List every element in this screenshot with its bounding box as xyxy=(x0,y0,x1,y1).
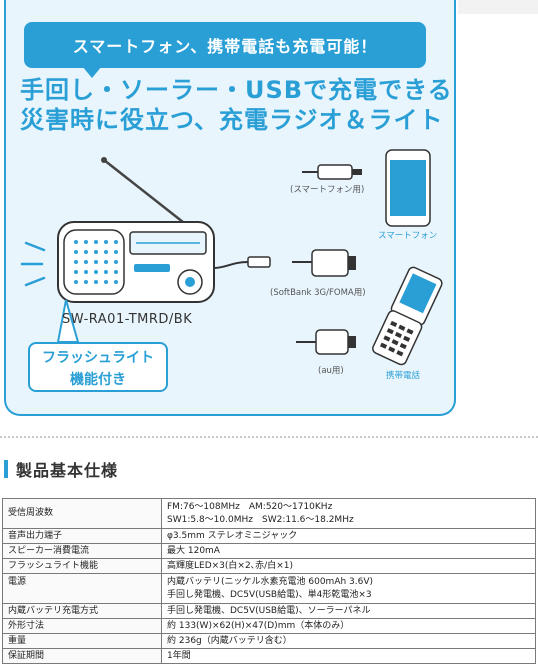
table-row: 重量 約 236g（内蔵バッテリ含む） xyxy=(2,633,536,649)
spec-label: フラッシュライト機能 xyxy=(2,558,162,574)
softbank-connector-icon xyxy=(292,249,356,277)
spec-value-line: FM:76〜108MHz AM:520〜1710KHz xyxy=(167,501,333,512)
caption-softbank: (SoftBank 3G/FOMA用) xyxy=(270,288,366,298)
smartphone-connector-icon xyxy=(302,164,362,180)
spec-label: 外形寸法 xyxy=(2,618,162,634)
table-row: 保証期間 1年間 xyxy=(2,648,536,664)
model-number: SW-RA01-TMRD/BK xyxy=(62,312,193,327)
bubble-text: スマートフォン、携帯電話も充電可能！ xyxy=(72,37,378,56)
table-row: 電源 内蔵バッテリ(ニッケル水素充電池 600mAh 3.6V) 手回し発電機、D… xyxy=(2,573,536,604)
spec-label: 重量 xyxy=(2,633,162,649)
table-row: 外形寸法 約 133(W)×62(H)×47(D)mm（本体のみ） xyxy=(2,618,536,634)
au-connector-icon xyxy=(296,329,356,355)
dotted-divider xyxy=(0,436,538,438)
flashlight-callout-line-2: 機能付き xyxy=(70,372,126,388)
section-heading-bar xyxy=(4,460,8,478)
caption-smartphone: スマートフォン xyxy=(378,231,438,241)
spec-value: 約 133(W)×62(H)×47(D)mm（本体のみ） xyxy=(161,618,536,634)
speech-bubble-tail xyxy=(82,66,102,78)
mobile-phone-icon xyxy=(372,266,443,366)
caption-mobile-phone: 携帯電話 xyxy=(386,371,421,381)
spec-value-line: 手回し発電機、DC5V(USB給電)、単4形乾電池×3 xyxy=(167,589,372,600)
spec-value-line: 内蔵バッテリ(ニッケル水素充電池 600mAh 3.6V) xyxy=(167,576,374,587)
spec-label: スピーカー消費電流 xyxy=(2,543,162,559)
spec-value: 手回し発電機、DC5V(USB給電)、ソーラーパネル xyxy=(161,603,536,619)
spec-label: 保証期間 xyxy=(2,648,162,664)
spec-value-line: SW1:5.8〜10.0MHz SW2:11.6〜18.2MHz xyxy=(167,514,354,525)
table-row: 音声出力端子 φ3.5mm ステレオミニジャック xyxy=(2,528,536,544)
speech-bubble: スマートフォン、携帯電話も充電可能！ xyxy=(24,22,426,68)
spec-value: 内蔵バッテリ(ニッケル水素充電池 600mAh 3.6V) 手回し発電機、DC5V… xyxy=(161,573,536,604)
table-row: フラッシュライト機能 高輝度LED×3(白×2､赤/白×1) xyxy=(2,558,536,574)
table-row: スピーカー消費電流 最大 120mA xyxy=(2,543,536,559)
spec-value: 1年間 xyxy=(161,648,536,664)
spec-value: φ3.5mm ステレオミニジャック xyxy=(161,528,536,544)
section-heading: 製品基本仕様 xyxy=(4,458,118,480)
caption-au: (au用) xyxy=(318,366,344,376)
spec-value: 約 236g（内蔵バッテリ含む） xyxy=(161,633,536,649)
spec-value: 高輝度LED×3(白×2､赤/白×1) xyxy=(161,558,536,574)
spec-value: 最大 120mA xyxy=(161,543,536,559)
spec-label: 音声出力端子 xyxy=(2,528,162,544)
spec-label: 電源 xyxy=(2,573,162,604)
headline-line-2: 災害時に役立つ、充電ラジオ＆ライト xyxy=(20,106,444,134)
smartphone-icon xyxy=(385,149,431,227)
spec-label: 内蔵バッテリ充電方式 xyxy=(2,603,162,619)
spec-label: 受信周波数 xyxy=(2,498,162,529)
table-row: 内蔵バッテリ充電方式 手回し発電機、DC5V(USB給電)、ソーラーパネル xyxy=(2,603,536,619)
sound-lines-icon xyxy=(20,241,46,287)
usb-cable-icon xyxy=(213,256,271,269)
speaker-grille xyxy=(74,240,118,284)
caption-smartphone-cable: (スマートフォン用) xyxy=(290,185,365,195)
flashlight-callout: フラッシュライト 機能付き xyxy=(28,342,168,392)
headline-line-1: 手回し・ソーラー・USBで充電できる xyxy=(20,76,453,104)
flashlight-callout-line-1: フラッシュライト xyxy=(42,350,154,366)
product-illustration xyxy=(20,149,443,366)
top-gray-strip xyxy=(458,0,538,14)
radio-icon xyxy=(57,221,215,303)
section-title: 製品基本仕様 xyxy=(16,461,119,480)
antenna-icon xyxy=(101,157,189,227)
